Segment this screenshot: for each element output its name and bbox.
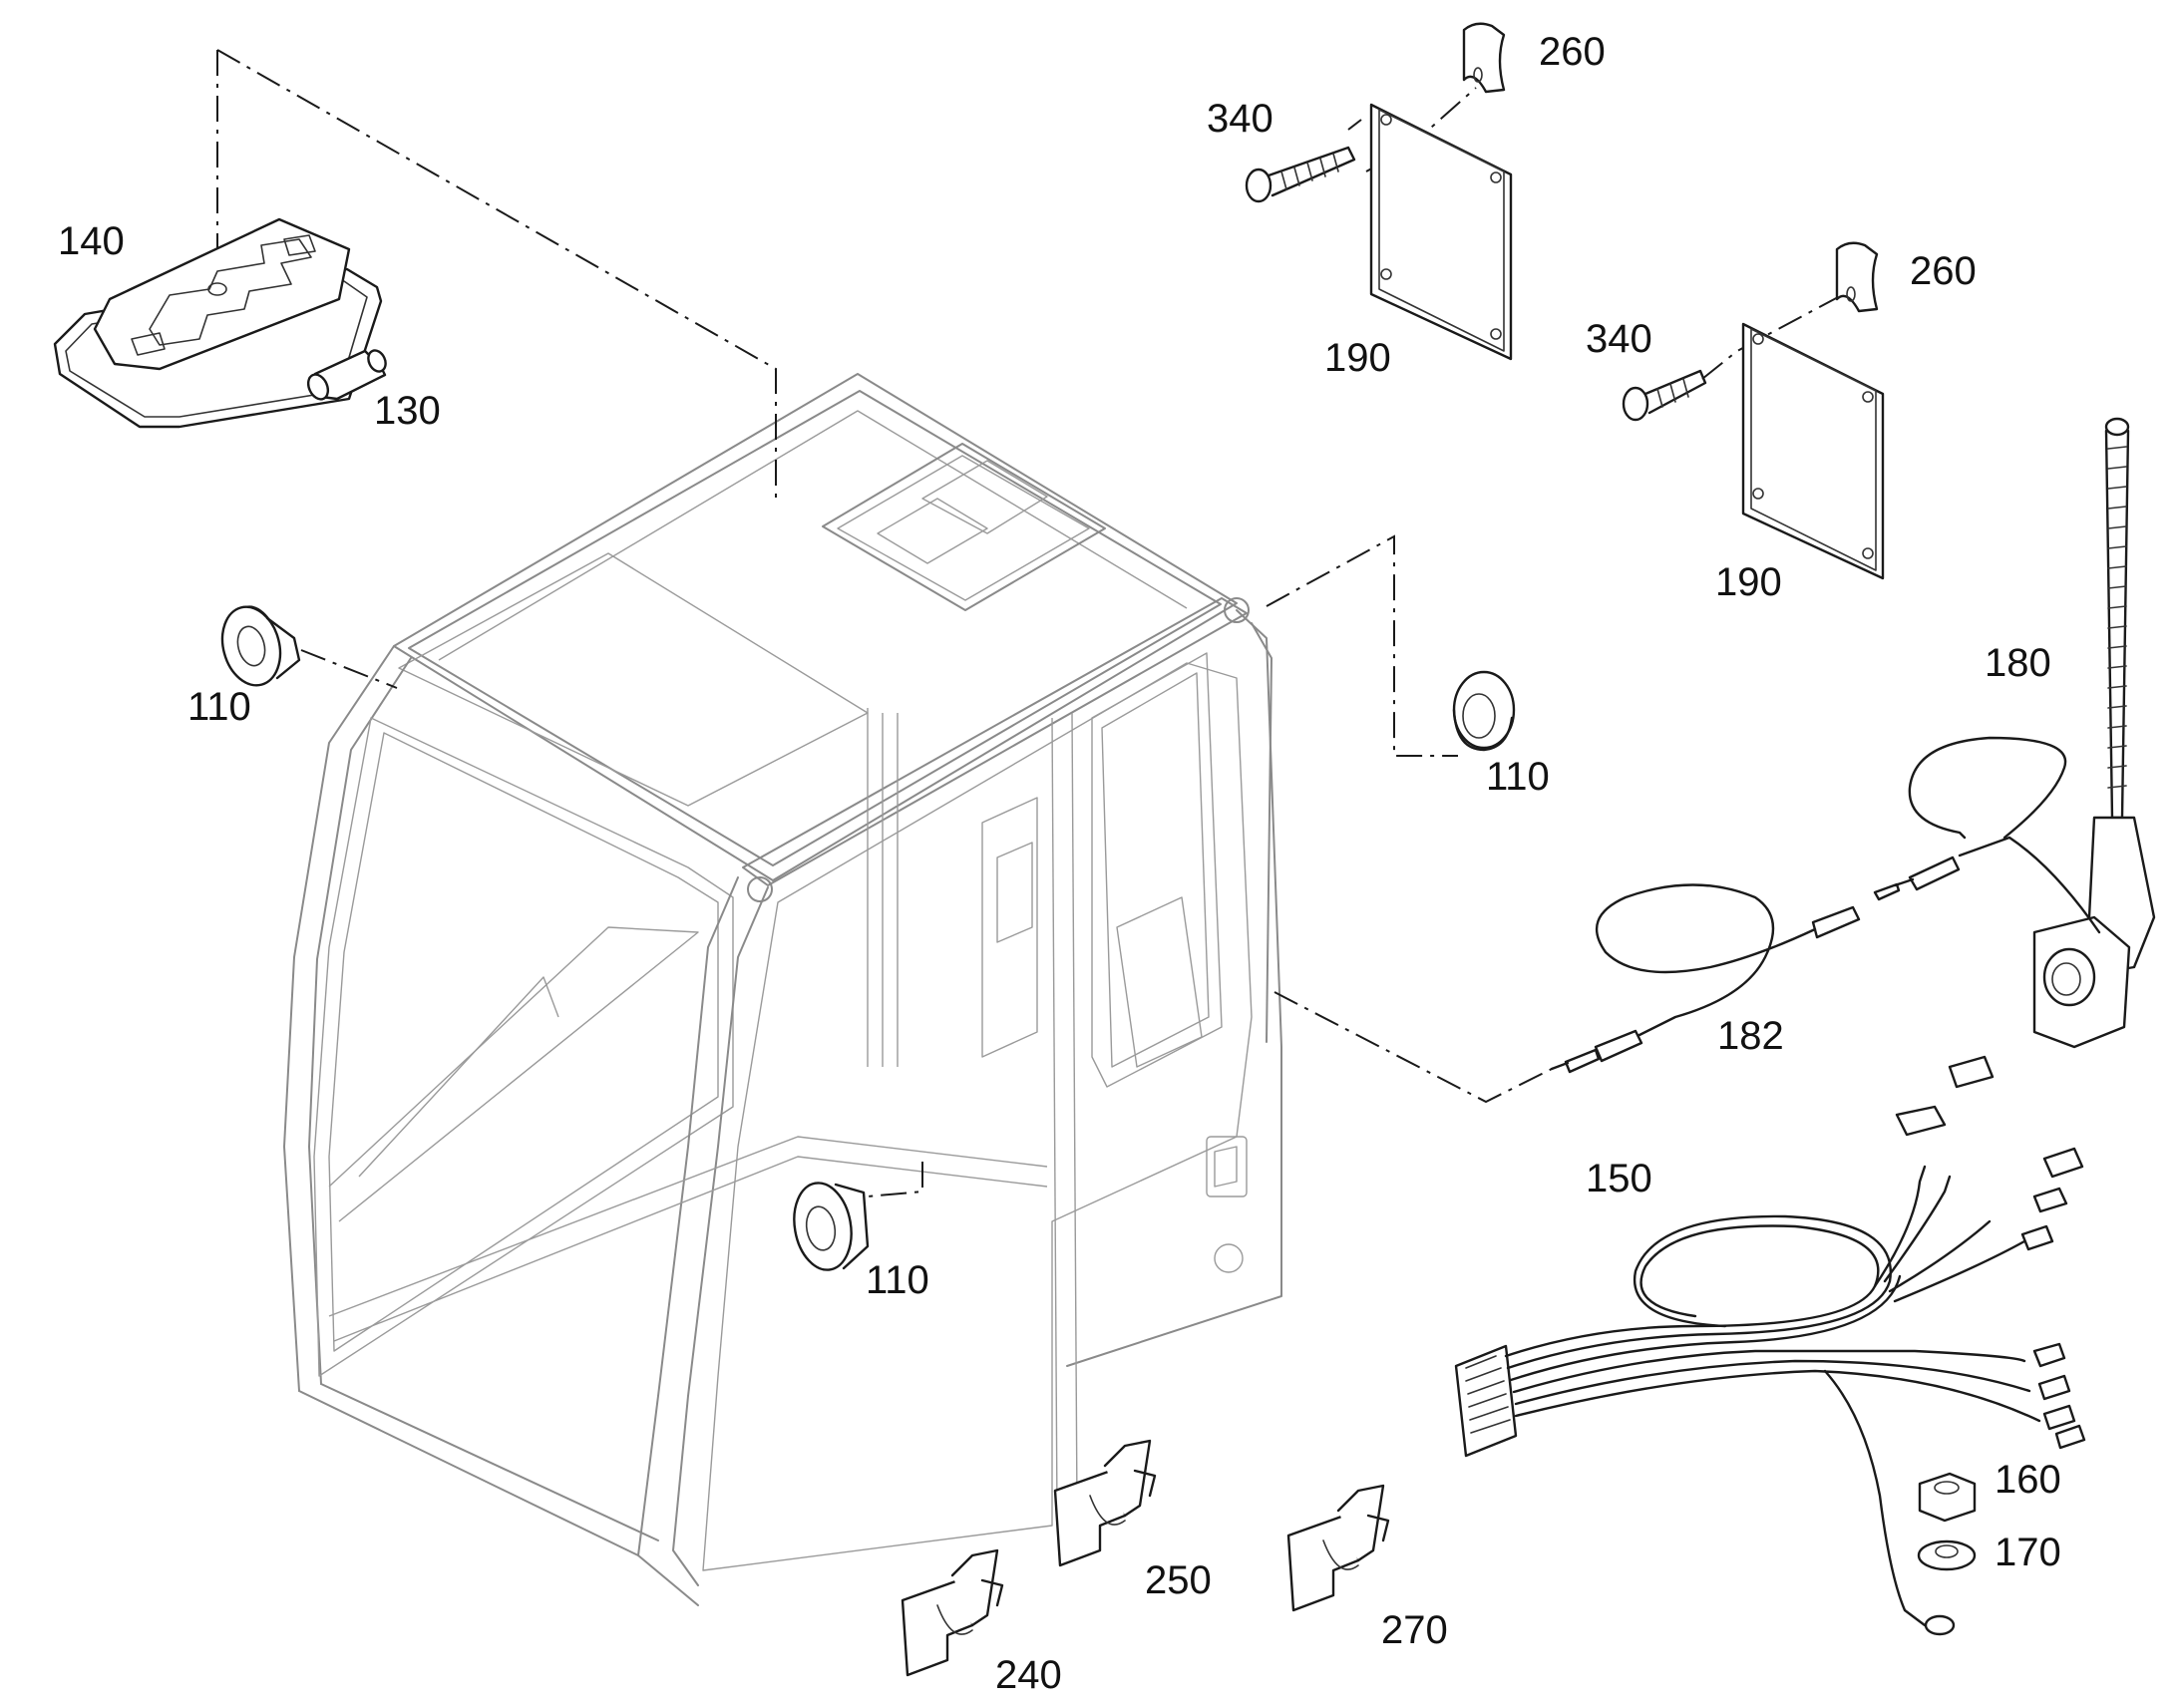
nut-part-160 bbox=[1918, 1472, 1977, 1523]
cab-assembly bbox=[283, 373, 1282, 1606]
callout-140: 140 bbox=[58, 219, 125, 263]
callout-182: 182 bbox=[1717, 1014, 1784, 1058]
clip-part-260-mid bbox=[1835, 241, 1879, 313]
clip-part-260-top bbox=[1462, 22, 1506, 94]
callout-180: 180 bbox=[1985, 641, 2051, 685]
callout-110-left: 110 bbox=[187, 685, 251, 729]
callout-190-top: 190 bbox=[1324, 336, 1391, 380]
callout-250: 250 bbox=[1145, 1558, 1212, 1602]
callout-340-mid: 340 bbox=[1586, 317, 1652, 361]
callout-270: 270 bbox=[1381, 1608, 1448, 1652]
callout-110-bottom: 110 bbox=[866, 1258, 929, 1302]
callout-260-mid: 260 bbox=[1910, 249, 1977, 293]
callout-labels: 140 130 110 110 110 340 340 260 260 190 … bbox=[58, 30, 2061, 1697]
callout-130: 130 bbox=[374, 389, 441, 433]
clip-part-270 bbox=[1286, 1484, 1390, 1612]
clip-part-250 bbox=[1053, 1439, 1157, 1567]
bulb-part-130 bbox=[306, 349, 387, 401]
grommet-part-110-right bbox=[1452, 670, 1516, 752]
screw-part-340-mid bbox=[1622, 369, 1707, 422]
washer-part-170 bbox=[1917, 1539, 1977, 1571]
grommet-part-110-bottom bbox=[793, 1182, 870, 1271]
callout-240: 240 bbox=[995, 1653, 1062, 1697]
cable-part-182 bbox=[1550, 883, 1861, 1074]
callout-260-top: 260 bbox=[1539, 30, 1606, 74]
clip-part-240 bbox=[901, 1548, 1004, 1677]
antenna-part-180 bbox=[1873, 417, 2156, 1049]
callout-170: 170 bbox=[1995, 1531, 2061, 1574]
plate-part-190-top bbox=[1369, 103, 1513, 361]
callout-110-right: 110 bbox=[1486, 755, 1550, 799]
screw-part-340-top bbox=[1245, 146, 1356, 203]
callout-160: 160 bbox=[1995, 1458, 2061, 1502]
callout-190-mid: 190 bbox=[1715, 560, 1782, 604]
plate-part-190-mid bbox=[1741, 322, 1885, 580]
callout-340-top: 340 bbox=[1207, 97, 1273, 141]
leader-lines bbox=[216, 49, 1856, 1197]
dome-light-part-140 bbox=[53, 217, 383, 429]
harness-part-150 bbox=[1454, 1055, 2086, 1636]
grommet-part-110-left bbox=[220, 605, 301, 687]
callout-150: 150 bbox=[1586, 1157, 1652, 1200]
